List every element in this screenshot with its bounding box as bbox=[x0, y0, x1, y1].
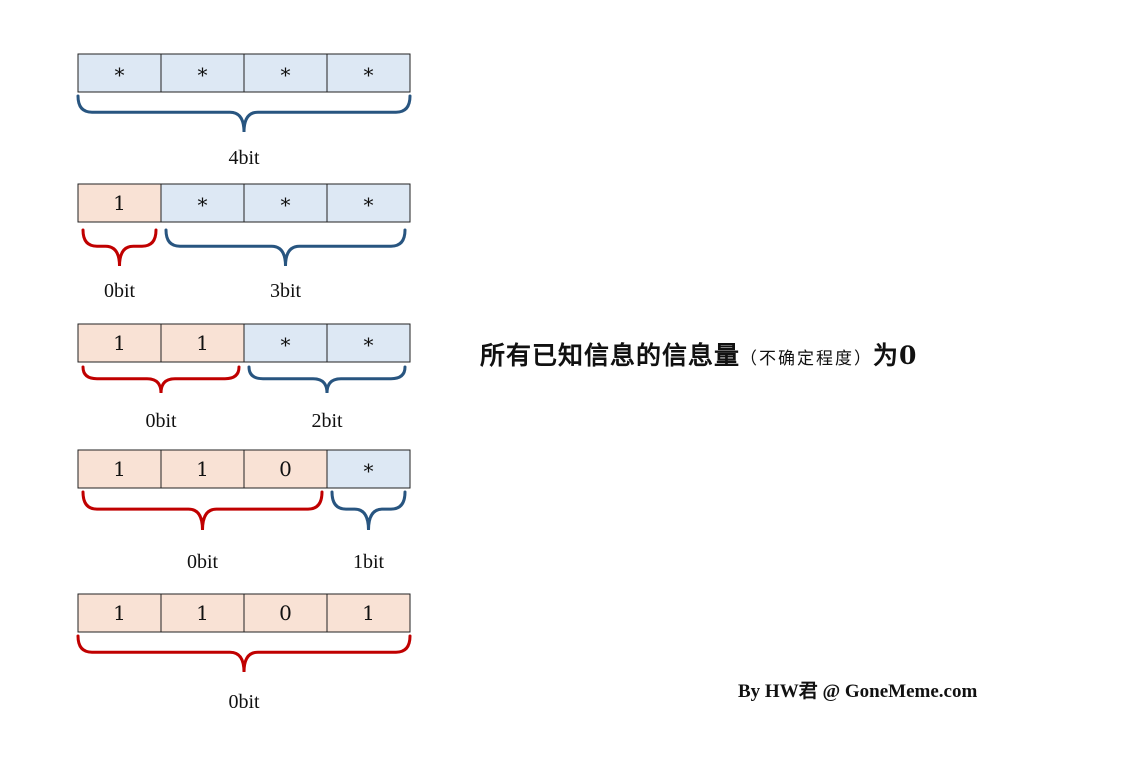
bit-cell bbox=[160, 449, 245, 489]
caption: 所有已知信息的信息量（不确定程度）为0 bbox=[480, 336, 917, 372]
bit-count-label: 0bit bbox=[104, 280, 136, 302]
bit-value: * bbox=[281, 193, 291, 217]
bit-count-label: 3bit bbox=[270, 280, 302, 302]
bit-value: 1 bbox=[113, 457, 126, 481]
bit-value: 1 bbox=[113, 601, 126, 625]
bit-cell bbox=[326, 53, 411, 93]
caption-tail: 为0 bbox=[873, 341, 918, 370]
bit-count-label: 0bit bbox=[187, 551, 219, 573]
bit-cell bbox=[243, 183, 328, 223]
bit-cell bbox=[160, 53, 245, 93]
bit-value: * bbox=[364, 63, 374, 87]
bit-cell bbox=[77, 53, 162, 93]
bit-value: * bbox=[364, 459, 374, 483]
bit-cell bbox=[77, 449, 162, 489]
bit-value: 1 bbox=[362, 601, 375, 625]
bit-value: * bbox=[364, 333, 374, 357]
unknown-brace bbox=[164, 228, 407, 267]
bit-value: * bbox=[281, 333, 291, 357]
bit-value: * bbox=[281, 63, 291, 87]
bit-count-label: 0bit bbox=[145, 410, 177, 432]
credit: By HW君 @ GoneMeme.com bbox=[738, 681, 978, 702]
bit-value: 0 bbox=[279, 457, 292, 481]
known-brace bbox=[81, 490, 324, 531]
known-brace bbox=[81, 365, 241, 394]
bit-value: * bbox=[364, 193, 374, 217]
bit-count-label: 2bit bbox=[311, 410, 343, 432]
bit-count-label: 1bit bbox=[353, 551, 385, 573]
bit-cell bbox=[160, 323, 245, 363]
bit-cell bbox=[243, 593, 328, 633]
caption-main: 所有已知信息的信息量 bbox=[480, 341, 741, 370]
bit-cell bbox=[77, 183, 162, 223]
bit-cell bbox=[326, 449, 411, 489]
unknown-brace bbox=[330, 490, 407, 531]
bit-cell bbox=[77, 593, 162, 633]
bit-value: 1 bbox=[113, 191, 126, 215]
bit-value: * bbox=[198, 193, 208, 217]
bit-cell bbox=[326, 183, 411, 223]
known-brace bbox=[76, 634, 412, 673]
bit-value: * bbox=[198, 63, 208, 87]
bit-count-label: 0bit bbox=[228, 691, 260, 713]
unknown-brace bbox=[76, 94, 412, 133]
unknown-brace bbox=[247, 365, 407, 394]
bit-value: * bbox=[115, 63, 125, 87]
known-brace bbox=[81, 228, 158, 267]
bit-cell bbox=[326, 323, 411, 363]
bit-value: 1 bbox=[196, 601, 209, 625]
bit-count-label: 4bit bbox=[228, 147, 260, 169]
bit-value: 0 bbox=[279, 601, 292, 625]
bit-cell bbox=[243, 53, 328, 93]
bit-cell bbox=[326, 593, 411, 633]
bit-cell bbox=[77, 323, 162, 363]
bit-cell bbox=[160, 183, 245, 223]
bit-value: 1 bbox=[113, 331, 126, 355]
bit-value: 1 bbox=[196, 331, 209, 355]
bit-value: 1 bbox=[196, 457, 209, 481]
bit-cell bbox=[160, 593, 245, 633]
caption-sub: （不确定程度） bbox=[740, 349, 874, 369]
